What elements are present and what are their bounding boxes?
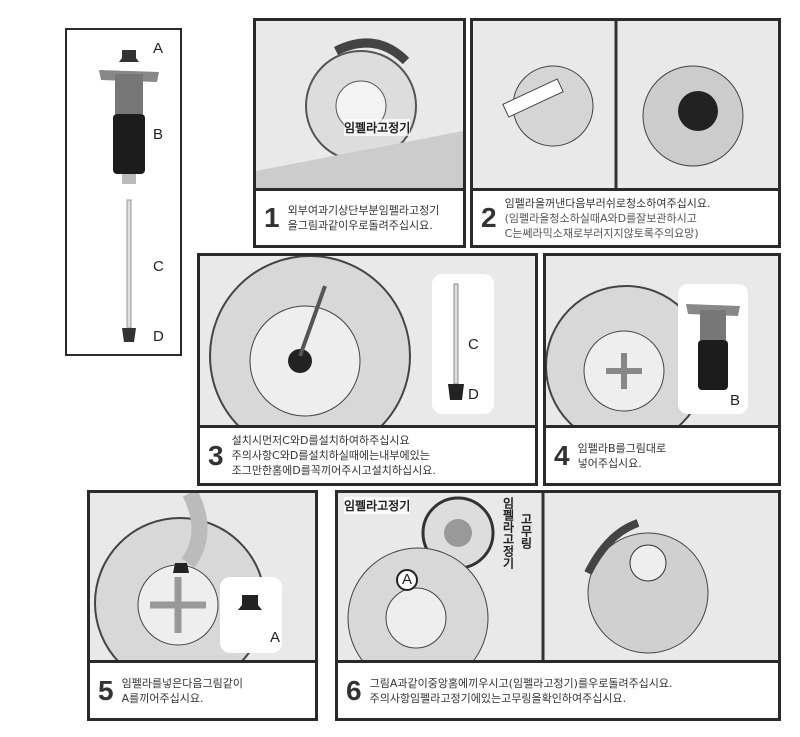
step-4-inset xyxy=(678,284,748,414)
inset-label-b: B xyxy=(730,392,741,409)
caption-line: 임펠라B를그림대로 xyxy=(577,441,667,455)
caption-line: 설치시먼저C와D를설치하여하주십시요 xyxy=(231,434,410,447)
step-1-illustration xyxy=(256,21,463,191)
part-label-c: C xyxy=(153,258,164,275)
inset-label-a: A xyxy=(270,629,281,646)
part-b-magnet xyxy=(113,114,145,174)
part-d-cap xyxy=(122,328,136,342)
step-5-inset xyxy=(220,577,282,653)
impeller-fixer-label: 임펠라고정기 xyxy=(344,119,411,136)
step-2-caption: 2 임펠라을꺼낸다음부러쉬로청소하여주십시요.(임펠라을청소하실때A와D를잘보관… xyxy=(473,188,778,245)
part-label-a: A xyxy=(153,40,164,57)
inset-label-d: D xyxy=(468,386,479,403)
caption-line: 그림A과같이중앙홈에끼우시고(임펠라고정기)를우로돌려주십시요. xyxy=(369,676,673,690)
caption-line: 을그림과같이우로돌려주십시요. xyxy=(287,219,433,232)
rubber-ring-label: 고무링 xyxy=(519,513,533,549)
caption-line: (임펠라을청소하실때A와D를잘보관하시고 xyxy=(504,211,697,225)
caption-line: 넣어주십시요. xyxy=(577,456,642,470)
caption-line: 조그만한홈에D를꼭끼어주시고설치하십시요. xyxy=(231,464,436,477)
inset-label-c: C xyxy=(468,336,479,353)
step-6-caption: 6 그림A과같이중앙홈에끼우시고(임펠라고정기)를우로돌려주십시요.주의사항임펠… xyxy=(338,660,778,718)
part-label-b: B xyxy=(153,126,164,143)
step-6-panel: 임펠라고정기 임펠라고정기 고무링 A 6 그림A과같이중앙홈에끼우시고(임펠라… xyxy=(335,490,781,721)
caption-line: 임펠라를넣은다음그림같이 xyxy=(121,676,244,690)
step-3-inset xyxy=(432,274,494,414)
caption-line: 주의사항임펠라고정기에있는고무링을확인하여주십시요. xyxy=(369,691,627,705)
part-label-d: D xyxy=(153,328,164,345)
step-2-illustration xyxy=(473,21,778,191)
impeller-fixer-label: 임펠라고정기 xyxy=(344,497,411,514)
step-number: 5 xyxy=(98,674,114,706)
caption-line: A를끼어주십시요. xyxy=(121,691,204,705)
step-number: 1 xyxy=(264,202,280,233)
caption-line: 주의사항C와D를설치하실때에는내부에있는 xyxy=(231,449,430,462)
caption-line: C는쎄라믹소재로부러지지않토록주의요망) xyxy=(504,226,699,240)
step-number: 3 xyxy=(208,439,224,471)
part-a-cap xyxy=(119,50,139,62)
part-c-shaft xyxy=(126,199,132,329)
step-2-panel: 2 임펠라을꺼낸다음부러쉬로청소하여주십시요.(임펠라을청소하실때A와D를잘보관… xyxy=(470,18,781,248)
impeller-parts-illustration xyxy=(99,50,159,342)
step-number: 4 xyxy=(554,439,570,471)
step-3-illustration xyxy=(200,256,535,428)
step-number: 6 xyxy=(346,674,362,706)
caption-line: 임펠라을꺼낸다음부러쉬로청소하여주십시요. xyxy=(504,196,711,210)
impeller-fixer-vertical-label: 임펠라고정기 xyxy=(501,497,515,569)
step-number: 2 xyxy=(481,202,497,233)
parts-panel: A B C D xyxy=(65,28,182,356)
part-a-marker: A xyxy=(396,569,418,591)
caption-line: 외부여과기상단부분임펠라고정기 xyxy=(287,204,440,217)
